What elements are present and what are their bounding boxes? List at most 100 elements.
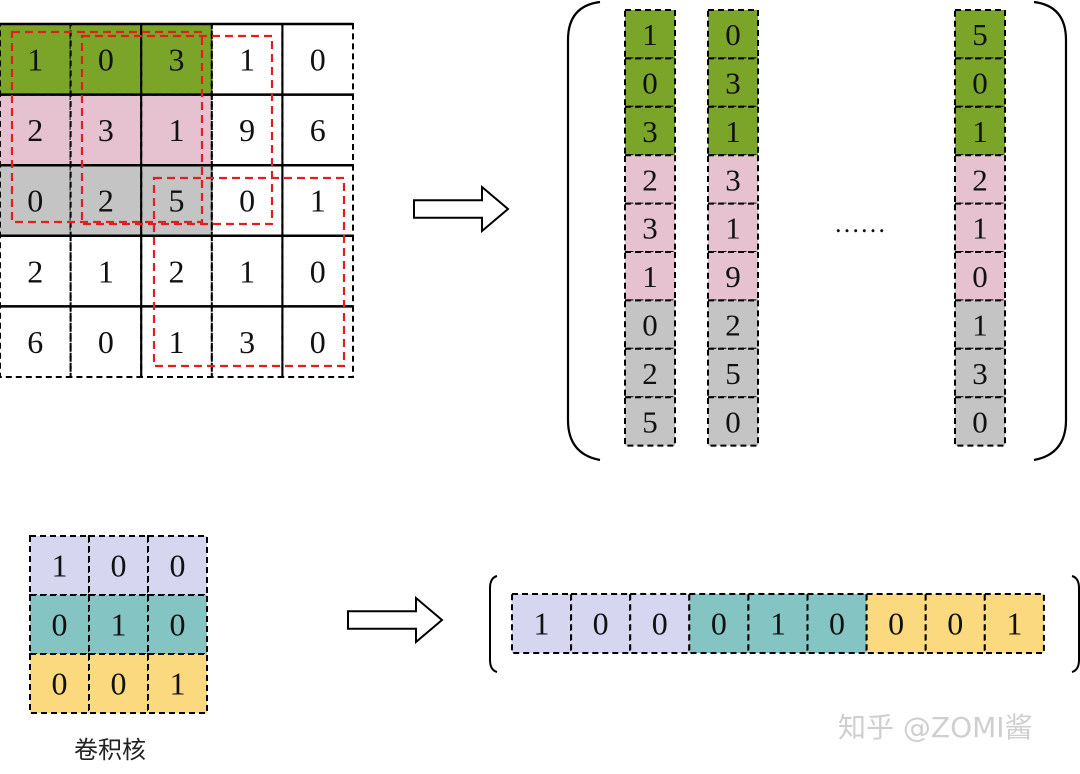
column-cell: 0 [624,299,676,350]
kernel-row-cell: 0 [629,593,691,654]
svg-text:0: 0 [972,259,988,294]
column-cell: 0 [707,396,759,447]
column-cell: 3 [707,154,759,205]
svg-text:1: 1 [169,324,185,360]
input-cell: 9 [210,93,284,167]
ellipsis: …… [834,209,886,238]
column-cell: 0 [954,396,1006,447]
svg-text:1: 1 [98,253,114,289]
kernel-row-cell: 1 [747,593,809,654]
right-bracket [1071,575,1080,673]
svg-text:1: 1 [770,606,786,642]
column-cell: 9 [707,251,759,302]
column-cell: 1 [954,202,1006,254]
svg-text:0: 0 [310,253,326,289]
svg-text:1: 1 [725,114,741,149]
svg-text:3: 3 [239,324,255,360]
input-cell: 2 [0,93,72,167]
svg-text:1: 1 [169,112,185,148]
svg-text:6: 6 [310,112,326,148]
svg-text:0: 0 [27,183,43,219]
input-cell: 1 [140,93,213,167]
column-cell: 0 [624,57,676,108]
svg-text:3: 3 [725,65,741,100]
svg-text:0: 0 [593,606,609,642]
sliding-window [80,34,274,226]
transform-arrow-icon [347,595,444,645]
svg-text:5: 5 [972,17,988,52]
svg-text:3: 3 [972,356,988,391]
svg-text:0: 0 [711,606,727,642]
input-cell: 1 [69,234,143,308]
right-bracket [1033,0,1068,462]
svg-text:1: 1 [642,259,658,294]
svg-text:0: 0 [98,42,114,78]
column-cell: 0 [954,57,1006,108]
column-cell: 5 [954,9,1006,60]
kernel-cell: 0 [29,653,90,714]
kernel-cell: 1 [147,653,208,714]
svg-text:1: 1 [310,183,326,219]
svg-text:1: 1 [239,42,255,78]
kernel-row-cell: 0 [806,593,868,654]
svg-text:1: 1 [239,253,255,289]
left-bracket [566,0,601,462]
column-cell: 1 [624,9,676,60]
input-cell: 6 [281,93,354,167]
svg-text:0: 0 [52,666,68,702]
input-cell: 2 [0,234,72,308]
svg-text:5: 5 [725,356,741,391]
svg-text:1: 1 [1006,606,1022,642]
column-cell: 5 [624,396,676,447]
column-cell: 1 [707,105,759,157]
input-cell: 0 [69,305,143,378]
svg-text:1: 1 [972,211,988,246]
kernel-row-cell: 0 [688,593,750,654]
svg-text:1: 1 [972,307,988,342]
column-cell: 1 [624,251,676,302]
input-cell: 3 [140,23,213,96]
sliding-window [152,176,346,368]
column-cell: 3 [954,347,1006,399]
column-cell: 2 [624,347,676,399]
column-cell: 0 [954,251,1006,302]
svg-text:0: 0 [972,65,988,100]
svg-text:2: 2 [642,162,658,197]
svg-text:0: 0 [652,606,668,642]
kernel-cell: 0 [29,594,90,655]
kernel-row-cell: 0 [865,593,927,654]
column-cell: 2 [954,154,1006,205]
kernel-cell: 1 [29,535,90,596]
svg-text:0: 0 [947,606,963,642]
svg-text:0: 0 [888,606,904,642]
svg-text:0: 0 [972,404,988,439]
kernel-cell: 0 [147,594,208,655]
column-cell: 3 [624,105,676,157]
column-cell: 1 [707,202,759,254]
svg-text:1: 1 [111,607,127,643]
column-cell: 2 [624,154,676,205]
svg-text:2: 2 [169,253,185,289]
svg-text:3: 3 [642,211,658,246]
svg-text:0: 0 [310,324,326,360]
column-cell: 3 [707,57,759,108]
input-cell: 6 [0,305,72,378]
svg-text:5: 5 [169,183,185,219]
svg-text:3: 3 [169,42,185,78]
svg-text:6: 6 [27,324,43,360]
svg-text:0: 0 [111,548,127,584]
svg-text:5: 5 [642,404,658,439]
svg-text:2: 2 [98,183,114,219]
column-cell: 2 [707,299,759,350]
svg-text:1: 1 [725,211,741,246]
kernel-row-cell: 1 [983,593,1045,654]
column-cell: 1 [954,299,1006,350]
kernel-cell: 0 [147,535,208,596]
watermark: 知乎 @ZOMI酱 [838,711,1033,744]
column-cell: 1 [954,105,1006,157]
input-cell: 0 [281,234,354,308]
input-cell: 1 [0,23,72,96]
kernel-cell: 1 [88,594,149,655]
svg-text:9: 9 [725,259,741,294]
sliding-window [10,30,204,224]
